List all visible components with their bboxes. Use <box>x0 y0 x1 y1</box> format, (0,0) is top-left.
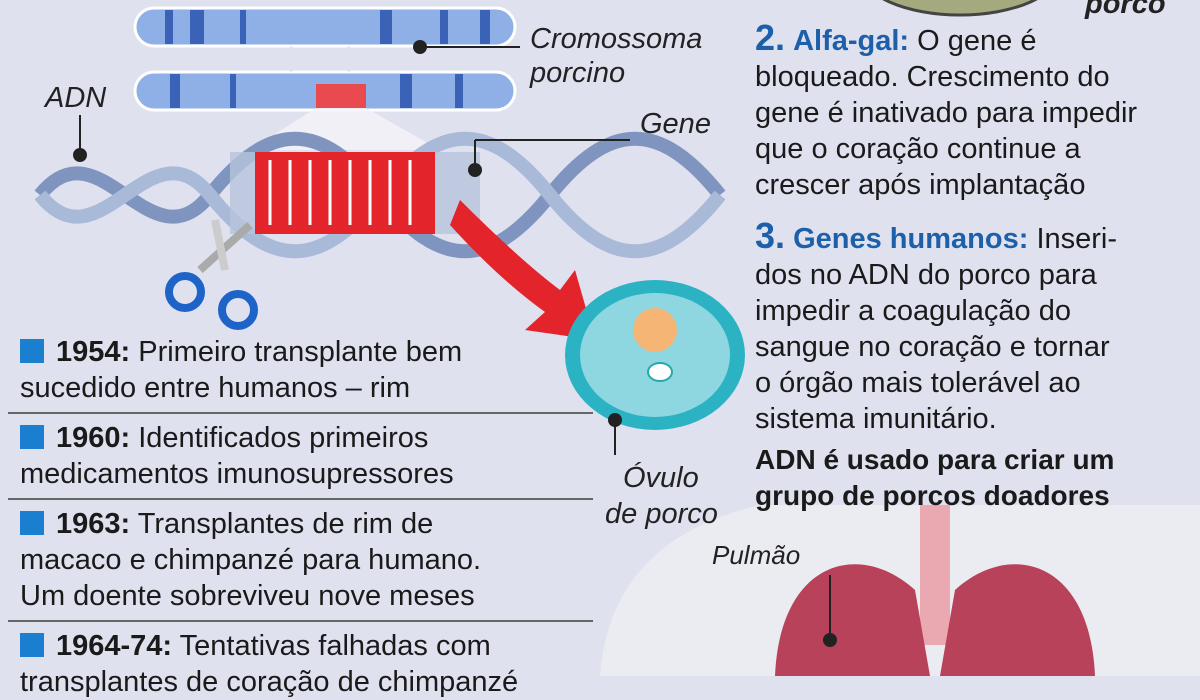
conclusion-line: grupo de porcos doadores <box>755 480 1110 511</box>
bullet-square <box>20 425 44 449</box>
timeline-text: Primeiro transplante bem <box>138 336 463 368</box>
step-2: 2. Alfa-gal: O gene é bloqueado. Crescim… <box>755 20 1195 203</box>
timeline-text: Um doente sobreviveu nove meses <box>20 580 475 612</box>
conclusion-line: ADN é usado para criar um <box>755 444 1115 475</box>
timeline-text: transplantes de coração de chimpanzé <box>20 666 519 698</box>
timeline-text: Tentativas falhadas com <box>179 630 491 662</box>
lung-label: Pulmão <box>712 540 801 570</box>
step-text: sangue no coração e tornar <box>755 331 1110 363</box>
step-text: sistema imunitário. <box>755 403 997 435</box>
bullet-square <box>20 511 44 535</box>
step-title: Genes humanos: <box>793 223 1029 255</box>
timeline-year: 1954: <box>56 336 131 368</box>
chromosome-label-line1: Cromossoma <box>530 23 703 55</box>
step-title: Alfa-gal: <box>793 25 910 57</box>
divider <box>8 498 593 500</box>
step-text: O gene é <box>917 25 1037 57</box>
timeline-text: Identificados primeiros <box>138 422 429 454</box>
arrow-icon <box>450 200 595 340</box>
lungs <box>775 505 1095 676</box>
timeline-year: 1964-74: <box>56 630 173 662</box>
timeline-item: 1960: Identificados primeiros medicamento… <box>8 420 593 492</box>
timeline-item: 1954: Primeiro transplante bem sucedido e… <box>8 334 593 406</box>
step-text: que o coração continue a <box>755 133 1081 165</box>
bullet-square <box>20 339 44 363</box>
timeline-year: 1960: <box>56 422 131 454</box>
illustration <box>34 0 1200 676</box>
chromosome <box>133 6 517 150</box>
timeline-text: Transplantes de rim de <box>137 508 434 540</box>
timeline-text: sucedido entre humanos – rim <box>20 372 411 404</box>
dna-label: ADN <box>45 82 107 114</box>
divider <box>8 620 593 622</box>
egg-label-line2: de porco <box>605 498 718 530</box>
step-text: gene é inativado para impedir <box>755 97 1138 129</box>
divider <box>8 412 593 414</box>
step-text: dos no ADN do porco para <box>755 259 1097 291</box>
timeline-item: 1964-74: Tentativas falhadas com transpla… <box>8 628 593 700</box>
conclusion: ADN é usado para criar um grupo de porco… <box>755 442 1195 514</box>
timeline-item: 1963: Transplantes de rim de macaco e chi… <box>8 506 593 614</box>
chromosome-label-line2: porcino <box>530 57 626 89</box>
egg-label-line1: Óvulo <box>623 462 699 494</box>
timeline-text: medicamentos imunosupressores <box>20 458 454 490</box>
step-3: 3. Genes humanos: Inseri- dos no ADN do … <box>755 218 1195 437</box>
dna-helix <box>34 131 726 259</box>
step-text: Inseri- <box>1036 223 1118 255</box>
scissors-icon <box>165 219 258 330</box>
timeline-year: 1963: <box>56 508 131 540</box>
step-text: o órgão mais tolerável ao <box>755 367 1081 399</box>
step-number: 2. <box>755 17 786 58</box>
bullet-square <box>20 633 44 657</box>
step-text: crescer após implantação <box>755 169 1086 201</box>
pig-egg <box>565 280 745 430</box>
timeline-text: macaco e chimpanzé para humano. <box>20 544 482 576</box>
step-text: bloqueado. Crescimento do <box>755 61 1110 93</box>
egg-label: Óvulo de porco <box>605 460 718 532</box>
gene-label: Gene <box>640 108 711 140</box>
top-right-label: porco <box>1085 0 1166 20</box>
step-text: impedir a coagulação do <box>755 295 1071 327</box>
step-number: 3. <box>755 215 786 256</box>
